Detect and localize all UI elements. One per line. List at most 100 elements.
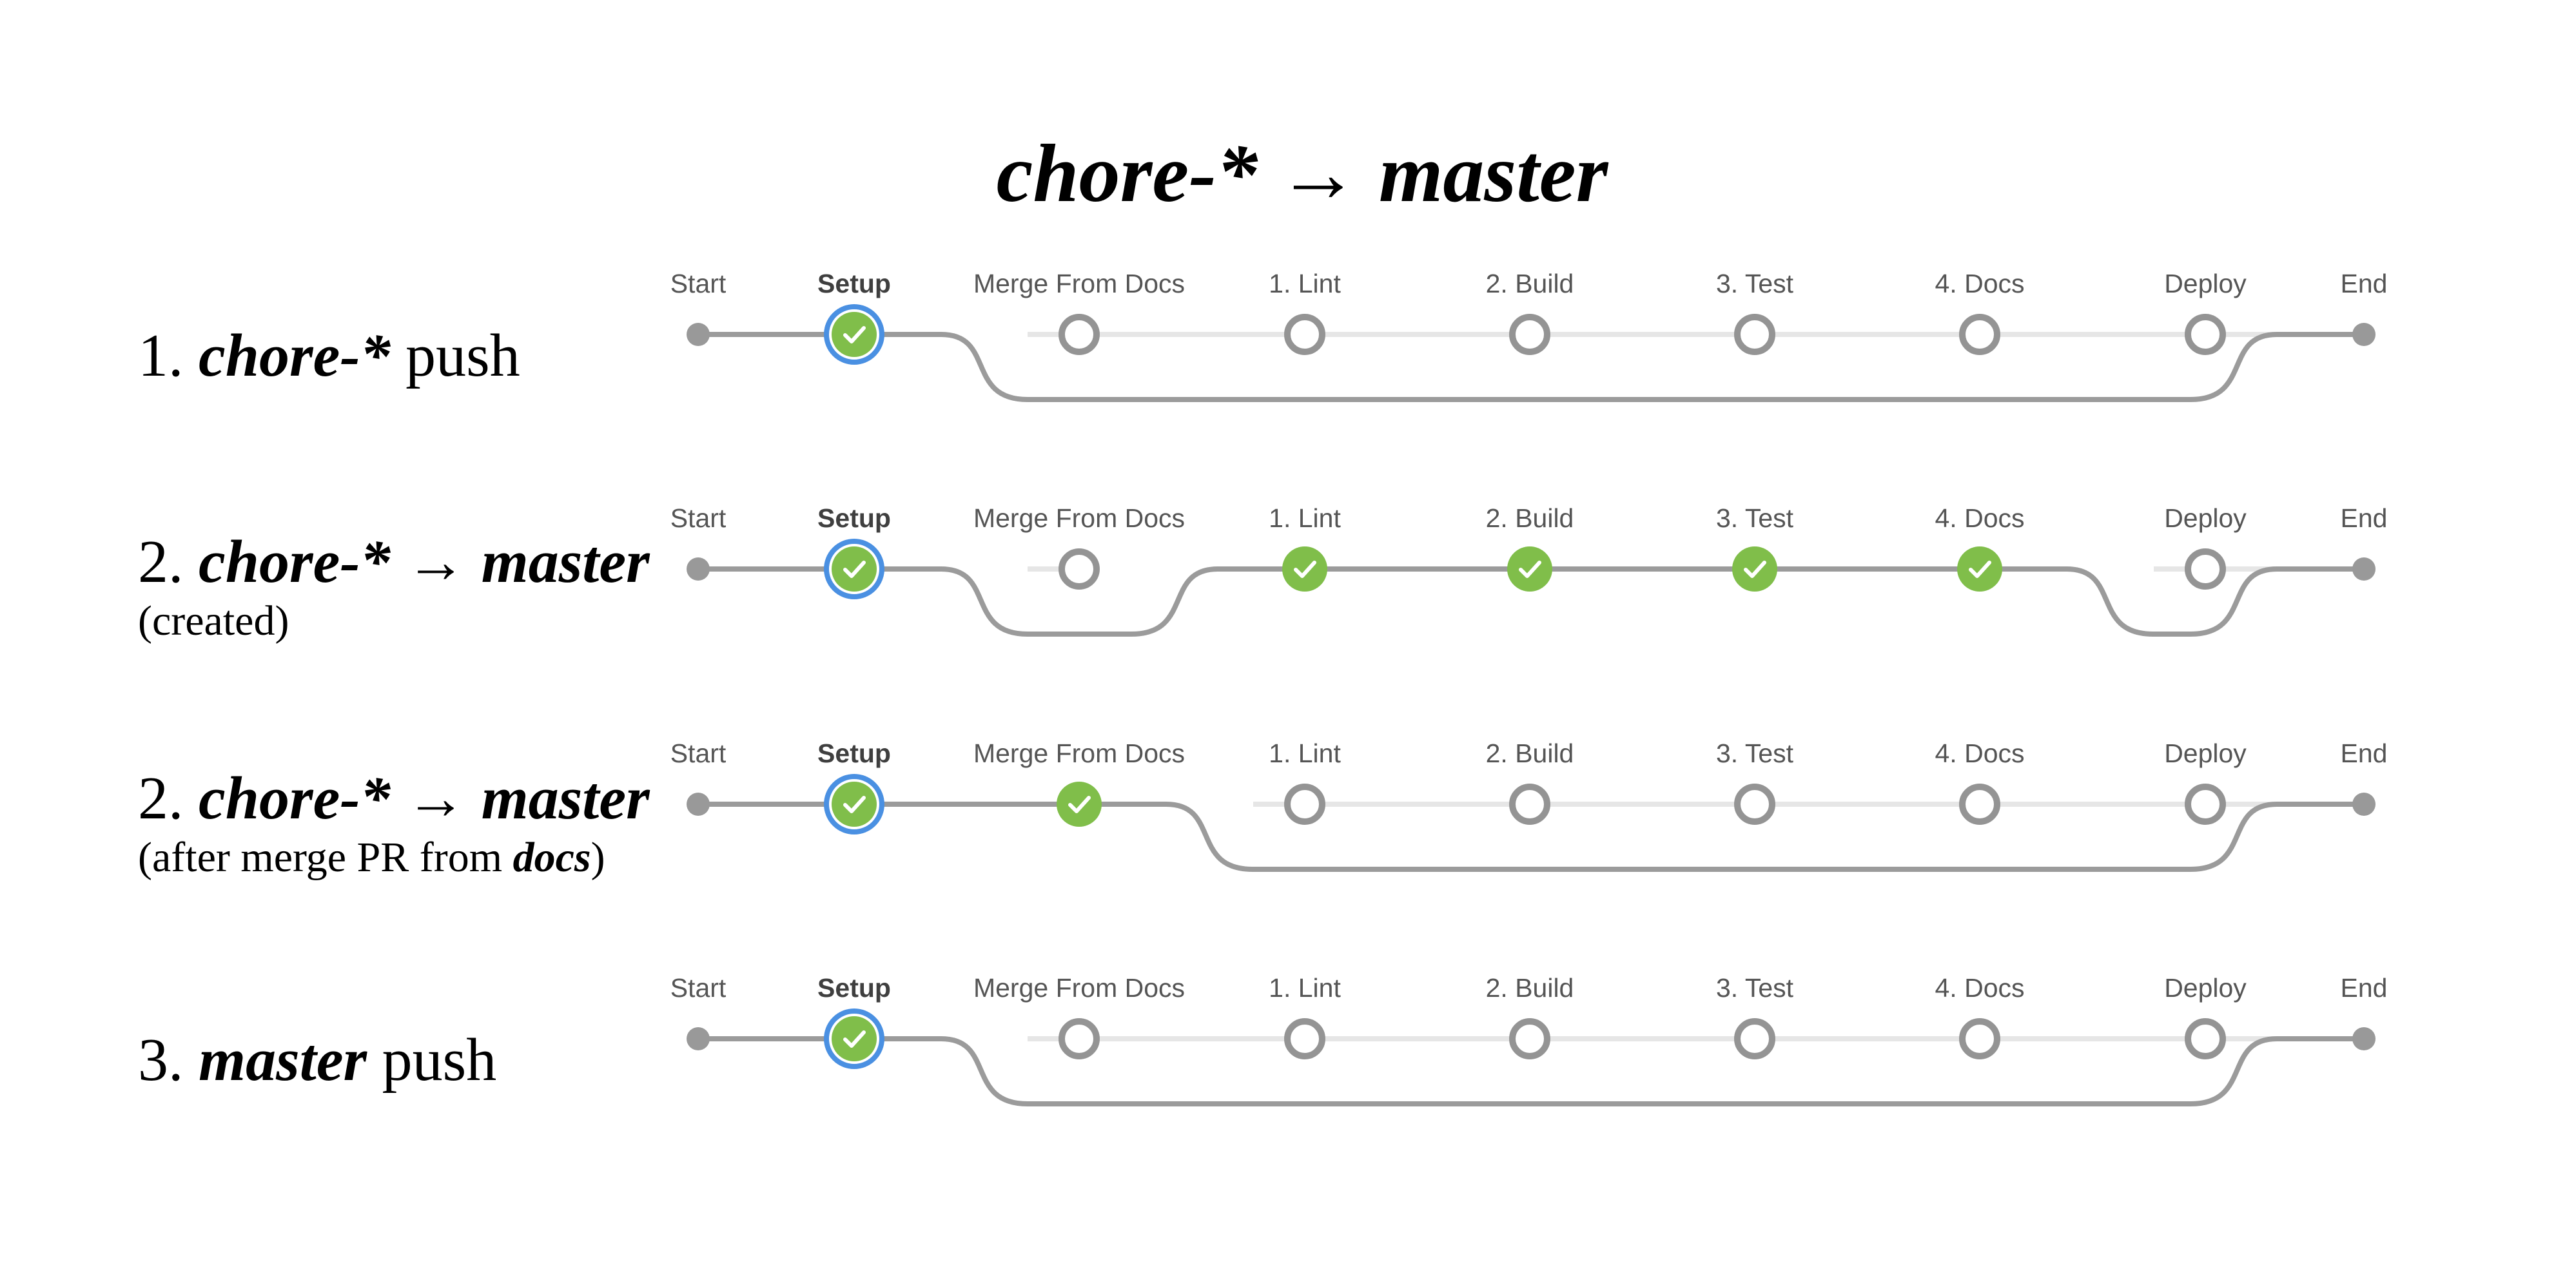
stage-node-start[interactable]	[687, 793, 710, 816]
stage-label-deploy: Deploy	[2164, 738, 2247, 768]
endpoint-dot	[2352, 557, 2376, 581]
stage-node-merge-from-docs[interactable]	[1059, 314, 1100, 355]
stage-node-2-build[interactable]	[1509, 784, 1550, 825]
endpoint-dot	[2352, 1027, 2376, 1050]
stage-node-end[interactable]	[2352, 793, 2376, 816]
stage-node-4-docs[interactable]	[1957, 546, 2002, 592]
stage-node-merge-from-docs[interactable]	[1057, 782, 1102, 827]
stage-label-3-test: 3. Test	[1716, 973, 1794, 1003]
stage-label-start: Start	[670, 269, 727, 298]
stage-label-start: Start	[670, 738, 727, 768]
success-circle	[1507, 546, 1552, 592]
stage-node-deploy[interactable]	[2185, 548, 2226, 590]
stage-label-start: Start	[670, 503, 727, 533]
check-icon	[1969, 561, 1991, 578]
not-built-circle	[2185, 784, 2226, 825]
not-built-circle	[1509, 1018, 1550, 1059]
not-built-circle	[1059, 314, 1100, 355]
not-built-circle	[2185, 314, 2226, 355]
stage-label-3-test: 3. Test	[1716, 503, 1794, 533]
stage-node-1-lint[interactable]	[1284, 1018, 1325, 1059]
row-3-sub-branch: docs	[512, 834, 591, 881]
bypass-path	[1977, 566, 2366, 637]
not-built-circle	[1734, 1018, 1775, 1059]
stage-node-3-test[interactable]	[1732, 546, 1777, 592]
stage-node-4-docs[interactable]	[1959, 314, 2000, 355]
stage-node-2-build[interactable]	[1509, 1018, 1550, 1059]
row-3-sub-pre: (after merge PR from	[138, 834, 513, 881]
endpoint-dot	[2352, 323, 2376, 346]
success-circle	[1957, 546, 2002, 592]
stage-node-end[interactable]	[2352, 557, 2376, 581]
stage-label-deploy: Deploy	[2164, 973, 2247, 1003]
stage-node-1-lint[interactable]	[1284, 784, 1325, 825]
stage-node-4-docs[interactable]	[1959, 1018, 2000, 1059]
row-1-branch: chore-*	[199, 322, 391, 389]
stage-node-setup[interactable]	[824, 539, 884, 599]
endpoint-dot	[687, 1027, 710, 1050]
stage-node-merge-from-docs[interactable]	[1059, 548, 1100, 590]
stage-label-4-docs: 4. Docs	[1935, 738, 2025, 768]
stage-label-setup: Setup	[817, 269, 891, 298]
row-3-branch: chore-*	[199, 765, 391, 832]
stage-node-deploy[interactable]	[2185, 1018, 2226, 1059]
row-3-label: 2. chore-* → master (after merge PR from…	[138, 768, 650, 879]
row-3-sub-post: )	[590, 834, 605, 881]
success-circle	[1057, 782, 1102, 827]
endpoint-dot	[687, 557, 710, 581]
not-built-circle	[1734, 314, 1775, 355]
stage-node-3-test[interactable]	[1734, 1018, 1775, 1059]
not-built-circle	[2185, 548, 2226, 590]
stage-label-end: End	[2341, 738, 2388, 768]
stage-node-end[interactable]	[2352, 323, 2376, 346]
row-2-sub: (created)	[138, 597, 289, 644]
stage-node-merge-from-docs[interactable]	[1059, 1018, 1100, 1059]
stage-node-deploy[interactable]	[2185, 784, 2226, 825]
row-4-label: 3. master push	[138, 1030, 496, 1090]
stage-node-3-test[interactable]	[1734, 784, 1775, 825]
check-icon	[843, 326, 866, 343]
bypass-path	[852, 1036, 2366, 1106]
stage-node-1-lint[interactable]	[1284, 314, 1325, 355]
check-icon	[1068, 796, 1091, 813]
stage-node-3-test[interactable]	[1734, 314, 1775, 355]
stage-label-1-lint: 1. Lint	[1269, 503, 1341, 533]
not-built-circle	[1059, 1018, 1100, 1059]
check-icon	[1744, 561, 1766, 578]
stage-node-start[interactable]	[687, 557, 710, 581]
check-icon	[843, 796, 866, 813]
title-target: master	[1378, 128, 1608, 219]
stage-label-end: End	[2341, 973, 2388, 1003]
not-built-circle	[1959, 784, 2000, 825]
stage-node-2-build[interactable]	[1507, 546, 1552, 592]
stage-label-start: Start	[670, 973, 727, 1003]
stage-label-3-test: 3. Test	[1716, 269, 1794, 298]
not-built-circle	[1509, 784, 1550, 825]
stage-node-4-docs[interactable]	[1959, 784, 2000, 825]
row-3-arrow: →	[390, 765, 482, 832]
bypass-path	[852, 332, 2366, 402]
not-built-circle	[1959, 1018, 2000, 1059]
stage-label-end: End	[2341, 269, 2388, 298]
stage-node-setup[interactable]	[824, 774, 884, 834]
stage-node-deploy[interactable]	[2185, 314, 2226, 355]
stage-node-2-build[interactable]	[1509, 314, 1550, 355]
stage-node-setup[interactable]	[824, 304, 884, 365]
stage-node-start[interactable]	[687, 323, 710, 346]
stage-node-1-lint[interactable]	[1282, 546, 1327, 592]
diagram-title: chore-*→master	[0, 132, 2576, 215]
row-2-arrow: →	[390, 528, 482, 595]
stage-label-2-build: 2. Build	[1486, 269, 1574, 298]
row-2-target: master	[481, 528, 650, 595]
stage-node-end[interactable]	[2352, 1027, 2376, 1050]
stage-node-start[interactable]	[687, 1027, 710, 1050]
stage-label-2-build: 2. Build	[1486, 973, 1574, 1003]
row-2-label: 2. chore-* → master (created)	[138, 532, 650, 642]
success-circle	[832, 1016, 877, 1061]
stage-label-merge-from-docs: Merge From Docs	[973, 503, 1185, 533]
stage-node-setup[interactable]	[824, 1008, 884, 1069]
stage-label-merge-from-docs: Merge From Docs	[973, 269, 1185, 298]
row-3-number: 2.	[138, 765, 184, 832]
